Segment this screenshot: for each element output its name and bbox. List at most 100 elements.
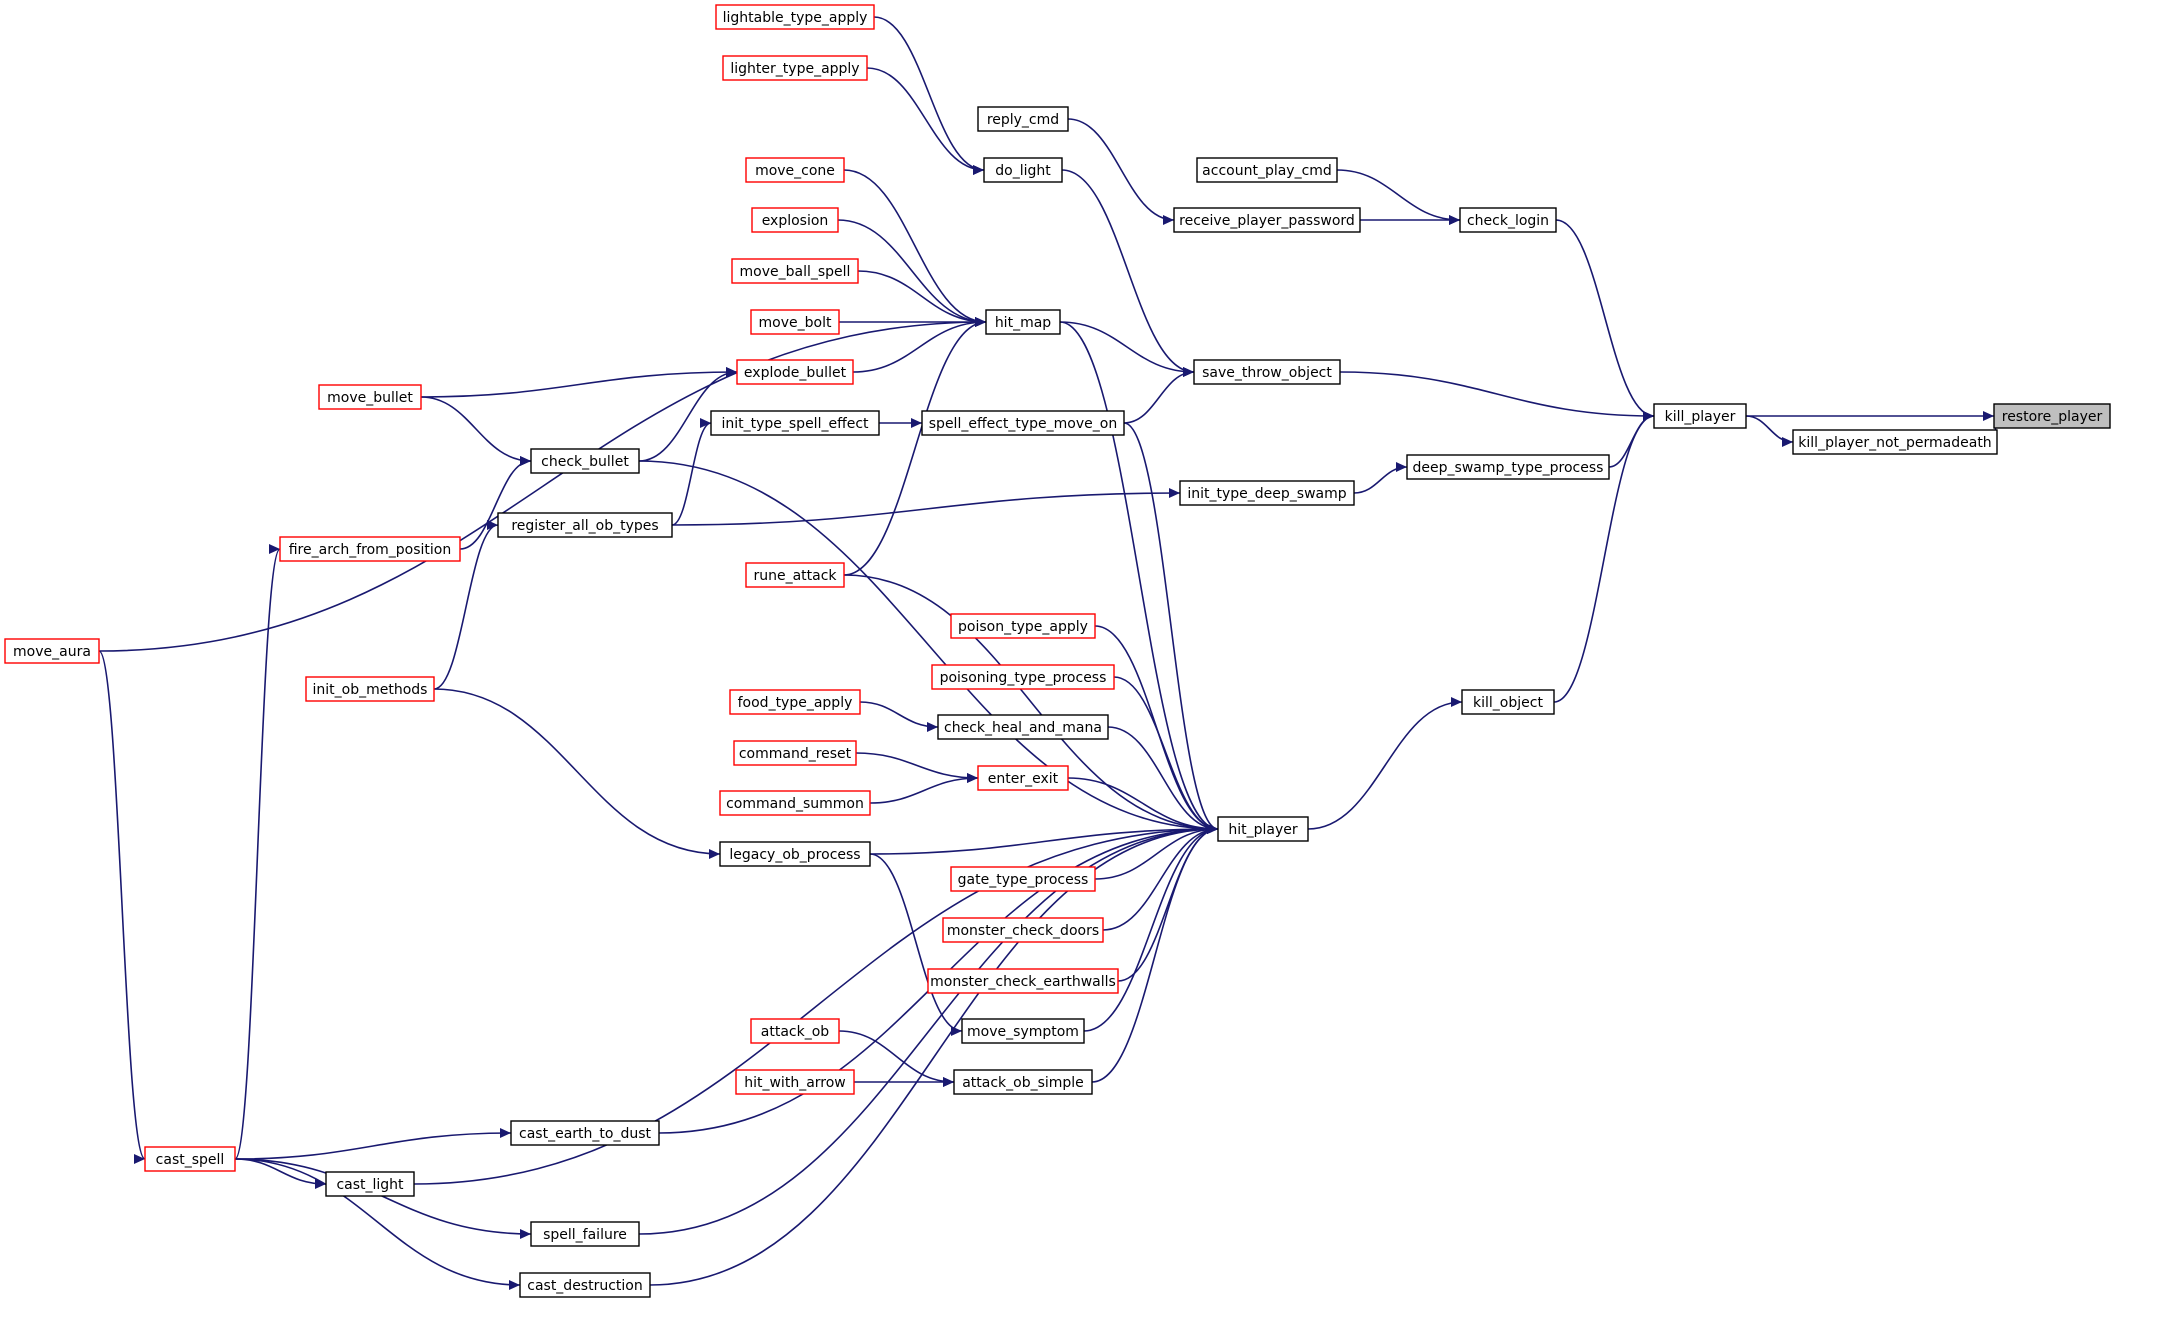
node-check-login[interactable]: check_login <box>1459 207 1557 233</box>
edge-register-all-ob-types-to-init-type-spell-effect <box>671 418 712 526</box>
node-box <box>921 410 1125 436</box>
edge-move-ball-spell-to-hit-map <box>857 270 987 327</box>
node-box <box>1461 689 1555 715</box>
edge-cast-spell-to-cast-destruction <box>234 1158 521 1290</box>
node-gate-type-process[interactable]: gate_type_process <box>950 866 1096 892</box>
edge-poisoning-type-process-to-hit-player <box>1113 676 1219 834</box>
node-box <box>1173 207 1361 233</box>
edge-do-light-to-save-throw-object <box>1061 169 1195 377</box>
edge-layer <box>98 16 2006 1290</box>
node-label: cast_earth_to_dust <box>519 1126 651 1142</box>
node-spell-effect-type-move-on[interactable]: spell_effect_type_move_on <box>921 410 1125 436</box>
node-explosion[interactable]: explosion <box>751 207 839 233</box>
node-label: cast_destruction <box>527 1278 643 1294</box>
node-save-throw-object[interactable]: save_throw_object <box>1193 359 1341 385</box>
node-label: monster_check_earthwalls <box>930 974 1116 990</box>
node-move-cone[interactable]: move_cone <box>745 157 845 183</box>
node-restore-player[interactable]: restore_player <box>1993 403 2111 429</box>
node-box <box>1193 359 1341 385</box>
node-move-aura[interactable]: move_aura <box>4 638 100 664</box>
node-legacy-ob-process[interactable]: legacy_ob_process <box>719 841 871 867</box>
node-box <box>1993 403 2111 429</box>
node-box <box>144 1146 236 1172</box>
edge-move-cone-to-hit-map <box>843 169 987 327</box>
node-box <box>750 1018 840 1044</box>
node-label: check_login <box>1467 213 1549 229</box>
node-box <box>745 562 845 588</box>
edge-move-bullet-to-explode-bullet <box>420 367 738 398</box>
node-move-bullet[interactable]: move_bullet <box>318 384 422 410</box>
edge-cast-spell-to-fire-arch-from-position <box>234 544 281 1160</box>
edge-fire-arch-from-position-to-check-bullet <box>459 456 532 550</box>
node-attack-ob[interactable]: attack_ob <box>750 1018 840 1044</box>
node-move-symptom[interactable]: move_symptom <box>961 1018 1085 1044</box>
node-register-all-ob-types[interactable]: register_all_ob_types <box>497 512 673 538</box>
node-deep-swamp-type-process[interactable]: deep_swamp_type_process <box>1406 454 1610 480</box>
node-kill-object[interactable]: kill_object <box>1461 689 1555 715</box>
node-label: fire_arch_from_position <box>289 542 452 558</box>
node-box <box>1653 403 1747 429</box>
node-box <box>750 309 840 335</box>
node-cast-light[interactable]: cast_light <box>325 1171 415 1197</box>
edge-attack-ob-simple-to-hit-player <box>1091 824 1219 1083</box>
node-poisoning-type-process[interactable]: poisoning_type_process <box>931 664 1115 690</box>
node-receive-player-password[interactable]: receive_player_password <box>1173 207 1361 233</box>
node-kill-player-not-permadeath[interactable]: kill_player_not_permadeath <box>1792 429 1998 455</box>
node-command-summon[interactable]: command_summon <box>719 790 871 816</box>
node-label: spell_effect_type_move_on <box>929 416 1117 432</box>
node-poison-type-apply[interactable]: poison_type_apply <box>950 613 1096 639</box>
node-attack-ob-simple[interactable]: attack_ob_simple <box>953 1069 1093 1095</box>
node-box <box>751 207 839 233</box>
node-label: deep_swamp_type_process <box>1413 460 1604 476</box>
node-check-bullet[interactable]: check_bullet <box>530 448 640 474</box>
node-cast-spell[interactable]: cast_spell <box>144 1146 236 1172</box>
node-box <box>977 106 1069 132</box>
node-hit-with-arrow[interactable]: hit_with_arrow <box>735 1069 855 1095</box>
node-account-play-cmd[interactable]: account_play_cmd <box>1196 157 1338 183</box>
node-enter-exit[interactable]: enter_exit <box>977 765 1069 791</box>
edge-rune-attack-to-hit-map <box>843 317 987 576</box>
edge-monster-check-earthwalls-to-hit-player <box>1117 824 1219 982</box>
node-spell-failure[interactable]: spell_failure <box>530 1221 640 1247</box>
node-do-light[interactable]: do_light <box>983 157 1063 183</box>
edge-spell-effect-type-move-on-to-hit-player <box>1123 422 1219 834</box>
edge-command-reset-to-enter-exit <box>855 752 979 783</box>
edge-legacy-ob-process-to-move-symptom <box>869 853 963 1036</box>
node-check-heal-and-mana[interactable]: check_heal_and_mana <box>937 714 1109 740</box>
edge-explode-bullet-to-hit-map <box>852 317 987 373</box>
node-hit-map[interactable]: hit_map <box>985 309 1061 335</box>
node-box <box>530 1221 640 1247</box>
node-label: command_reset <box>739 746 852 762</box>
edge-move-aura-to-hit-map <box>98 317 987 652</box>
node-label: spell_failure <box>543 1227 627 1243</box>
node-cast-earth-to-dust[interactable]: cast_earth_to_dust <box>510 1120 660 1146</box>
node-box <box>1179 480 1355 506</box>
edge-spell-effect-type-move-on-to-save-throw-object <box>1123 367 1195 424</box>
node-rune-attack[interactable]: rune_attack <box>745 562 845 588</box>
node-monster-check-earthwalls[interactable]: monster_check_earthwalls <box>927 968 1119 994</box>
node-label: init_type_spell_effect <box>721 416 869 432</box>
node-cast-destruction[interactable]: cast_destruction <box>519 1272 651 1298</box>
node-box <box>519 1272 651 1298</box>
edge-check-bullet-to-explode-bullet <box>638 367 738 462</box>
node-box <box>953 1069 1093 1095</box>
node-command-reset[interactable]: command_reset <box>733 740 857 766</box>
node-explode-bullet[interactable]: explode_bullet <box>736 359 854 385</box>
node-move-bolt[interactable]: move_bolt <box>750 309 840 335</box>
node-box <box>1196 157 1338 183</box>
node-label: do_light <box>995 163 1051 179</box>
node-lighter-type-apply[interactable]: lighter_type_apply <box>722 55 868 81</box>
node-kill-player[interactable]: kill_player <box>1653 403 1747 429</box>
node-reply-cmd[interactable]: reply_cmd <box>977 106 1069 132</box>
node-food-type-apply[interactable]: food_type_apply <box>729 689 861 715</box>
node-box <box>1459 207 1557 233</box>
edge-legacy-ob-process-to-hit-player <box>869 824 1219 855</box>
node-init-ob-methods[interactable]: init_ob_methods <box>305 676 435 702</box>
node-init-type-spell-effect[interactable]: init_type_spell_effect <box>710 410 880 436</box>
node-hit-player[interactable]: hit_player <box>1217 816 1309 842</box>
node-lightable-type-apply[interactable]: lightable_type_apply <box>715 4 875 30</box>
node-fire-arch-from-position[interactable]: fire_arch_from_position <box>279 536 461 562</box>
node-move-ball-spell[interactable]: move_ball_spell <box>731 258 859 284</box>
node-monster-check-doors[interactable]: monster_check_doors <box>942 917 1104 943</box>
node-init-type-deep-swamp[interactable]: init_type_deep_swamp <box>1179 480 1355 506</box>
